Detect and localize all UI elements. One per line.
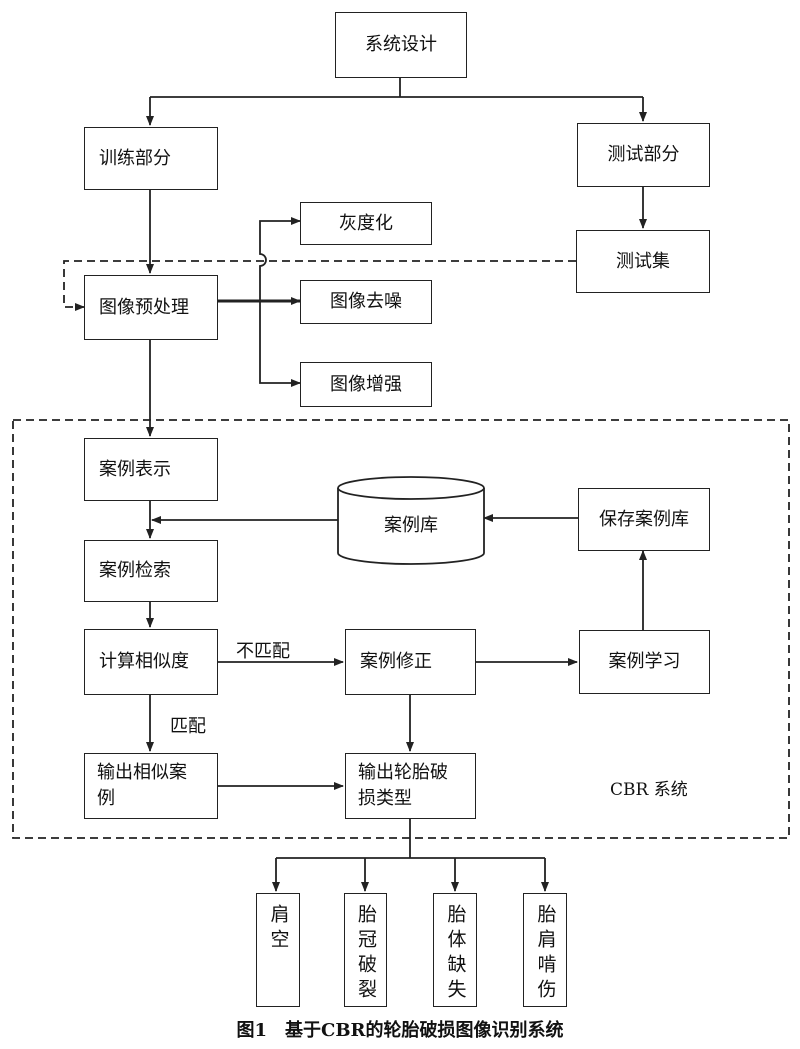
case-learning-label: 案例学习	[608, 651, 681, 672]
case-revision-box: 案例修正	[345, 629, 476, 695]
case-library-cylinder	[337, 476, 485, 565]
enhance-label: 图像增强	[330, 373, 402, 395]
damage-type-box-3: 胎体缺失	[433, 893, 477, 1007]
figure-caption: 图1 基于CBR的轮胎破损图像识别系统	[236, 1020, 564, 1041]
output-damage-type-box: 输出轮胎破损类型	[345, 753, 476, 819]
compute-similarity-label: 计算相似度	[99, 651, 189, 672]
match-label: 匹配	[170, 716, 206, 737]
test-set-box: 测试集	[576, 230, 710, 293]
damage-type-label: 肩空	[267, 904, 290, 954]
edge-testset-preprocess	[63, 260, 576, 311]
testing-part-label: 测试部分	[607, 144, 680, 165]
preprocess-label: 图像预处理	[99, 296, 189, 318]
cbr-region-label: CBR 系统	[610, 780, 688, 800]
denoise-label: 图像去噪	[330, 291, 402, 312]
denoise-box: 图像去噪	[300, 280, 432, 324]
output-similar-case-label: 输出相似案例	[97, 762, 187, 809]
case-representation-label: 案例表示	[99, 458, 171, 480]
save-case-library-label: 保存案例库	[599, 508, 689, 530]
grayscale-label: 灰度化	[339, 212, 393, 234]
preprocess-box: 图像预处理	[84, 275, 218, 340]
damage-type-label: 胎体缺失	[444, 904, 467, 1004]
edge-preprocess-branch	[259, 217, 301, 301]
case-retrieval-box: 案例检索	[84, 540, 218, 602]
case-library-label: 案例库	[384, 515, 438, 536]
damage-type-label: 胎冠破裂	[355, 904, 377, 1004]
case-representation-box: 案例表示	[84, 438, 218, 501]
system-design-box: 系统设计	[335, 12, 467, 78]
edge-preprocess-enhance	[259, 301, 301, 387]
damage-type-box-1: 肩空	[256, 893, 300, 1007]
save-case-library-box: 保存案例库	[578, 488, 710, 551]
output-damage-type-label: 输出轮胎破损类型	[358, 762, 448, 809]
case-retrieval-label: 案例检索	[99, 560, 171, 581]
no-match-label: 不匹配	[236, 641, 290, 662]
case-revision-label: 案例修正	[360, 651, 432, 672]
testing-part-box: 测试部分	[577, 123, 710, 187]
damage-type-box-2: 胎冠破裂	[344, 893, 387, 1007]
damage-type-box-4: 胎肩啃伤	[523, 893, 567, 1007]
grayscale-box: 灰度化	[300, 202, 432, 245]
enhance-box: 图像增强	[300, 362, 432, 407]
training-part-label: 训练部分	[99, 147, 171, 169]
training-part-box: 训练部分	[84, 127, 218, 190]
system-design-label: 系统设计	[365, 34, 437, 55]
test-set-label: 测试集	[616, 250, 670, 272]
output-similar-case-box: 输出相似案例	[84, 753, 218, 819]
damage-type-label: 胎肩啃伤	[534, 904, 557, 1004]
compute-similarity-box: 计算相似度	[84, 629, 218, 695]
case-learning-box: 案例学习	[579, 630, 710, 694]
cbr-region	[12, 419, 790, 839]
